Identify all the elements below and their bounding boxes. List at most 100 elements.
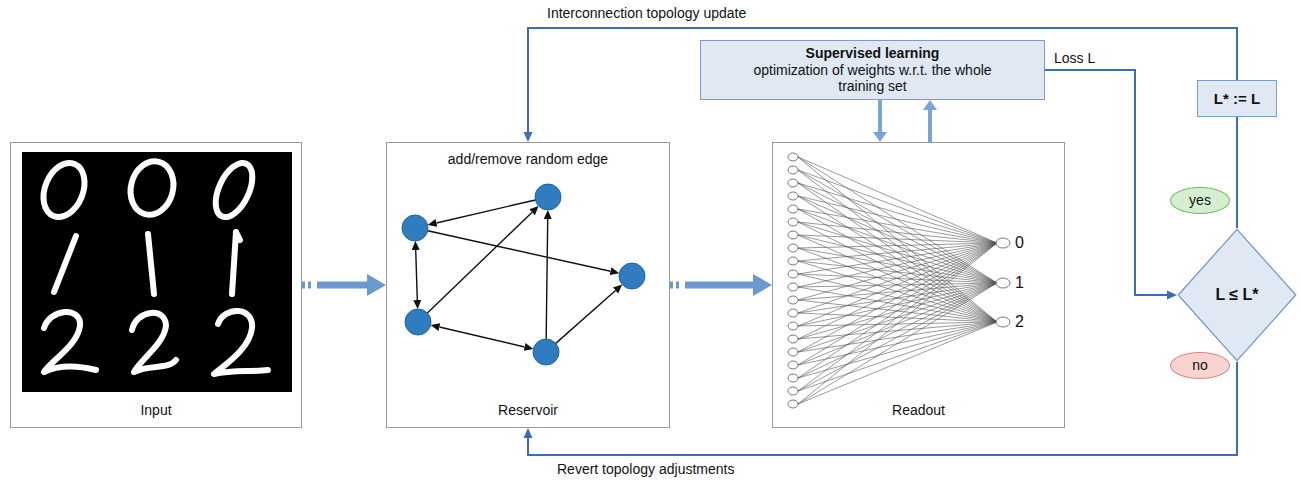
input-unit [788,322,798,330]
weight-line [798,283,997,365]
input-unit [788,244,798,252]
input-unit [788,309,798,317]
weight-line [798,243,997,365]
output-unit [996,317,1010,327]
digit-zero [125,156,180,219]
edge-label: Revert topology adjustments [555,461,736,478]
weight-line [798,157,997,243]
input-unit [788,192,798,200]
connector [928,110,932,142]
node-text: optimization of weights w.r.t. the whole… [748,62,998,96]
input-unit [788,166,798,174]
reservoir-panel: add/remove random edgeReservoir [386,142,670,428]
digit-one [54,236,76,292]
input-unit [788,153,798,161]
input-unit [788,335,798,343]
input-unit [788,348,798,356]
node-text: L* := L [1214,90,1260,108]
input-unit [788,179,798,187]
weight-line [798,243,997,274]
weight-line [798,235,997,243]
graph-edge [439,327,524,347]
weight-line [798,283,997,352]
reservoir-neuron [402,215,428,241]
weight-line [798,196,997,243]
weight-line [798,157,997,283]
graph-edge [427,212,532,313]
weight-line [798,243,997,391]
input-unit [788,296,798,304]
weight-line [798,322,997,404]
digit-zero [208,157,260,222]
output-class-label: 1 [1013,273,1026,292]
weight-line [798,274,997,322]
connector [1236,117,1238,228]
node-text: L ≤ L* [1215,285,1258,304]
digit-one [148,234,154,294]
node-text: add/remove random edge [448,151,608,168]
yes-oval: yes [1170,187,1230,214]
diamond-shape [1178,229,1296,360]
input-unit [788,283,798,291]
node-text: Readout [892,402,945,419]
edge-label: Interconnection topology update [545,5,748,22]
weight-line [798,235,997,322]
weight-line [798,283,997,287]
weight-line [798,283,997,404]
graph-edge [556,291,616,344]
connector [528,28,1237,132]
connector [528,362,1237,455]
output-class-label: 0 [1013,233,1026,252]
graph-edge [436,200,535,223]
weight-line [798,283,997,313]
output-unit [996,238,1010,248]
node-text: yes [1189,192,1211,209]
weight-line [798,183,997,243]
weight-line [798,322,997,391]
weight-line [798,243,997,404]
node-text: Reservoir [498,402,558,419]
weight-line [798,322,997,378]
connector [1045,70,1167,295]
weight-line [798,283,997,391]
reservoir-neuron [619,263,645,289]
weight-line [798,274,997,283]
output-unit [996,278,1010,288]
decision-diamond: L ≤ L* [1177,228,1297,362]
input-unit [788,387,798,395]
input-unit [788,231,798,239]
weight-line [798,183,997,283]
connector [302,282,367,289]
node-text: Supervised learning [806,45,940,62]
graph-edge [546,219,548,339]
weight-line [798,283,997,326]
edge-label: Loss L [1052,50,1097,67]
weight-line [798,243,997,339]
weight-line [798,261,997,283]
input-unit [788,361,798,369]
mnist-image [22,152,292,392]
weight-line [798,170,997,283]
node-text: Input [140,402,171,419]
reservoir-graph [402,184,645,365]
digit-zero [36,157,92,223]
handwritten-digits [36,156,268,374]
weight-line [798,243,997,313]
weight-line [798,283,997,378]
input-unit [788,257,798,265]
graph-edge [416,250,418,300]
input-unit [788,374,798,382]
weight-line [798,170,997,243]
weight-line [798,243,997,378]
node-text: no [1192,357,1208,374]
digit-two [44,312,96,372]
weight-line [798,222,997,322]
input-unit [788,218,798,226]
input-unit [788,400,798,408]
connector [878,100,882,132]
input-unit [788,205,798,213]
digit-two [132,313,176,372]
process-box: Supervised learningoptimization of weigh… [700,40,1045,100]
